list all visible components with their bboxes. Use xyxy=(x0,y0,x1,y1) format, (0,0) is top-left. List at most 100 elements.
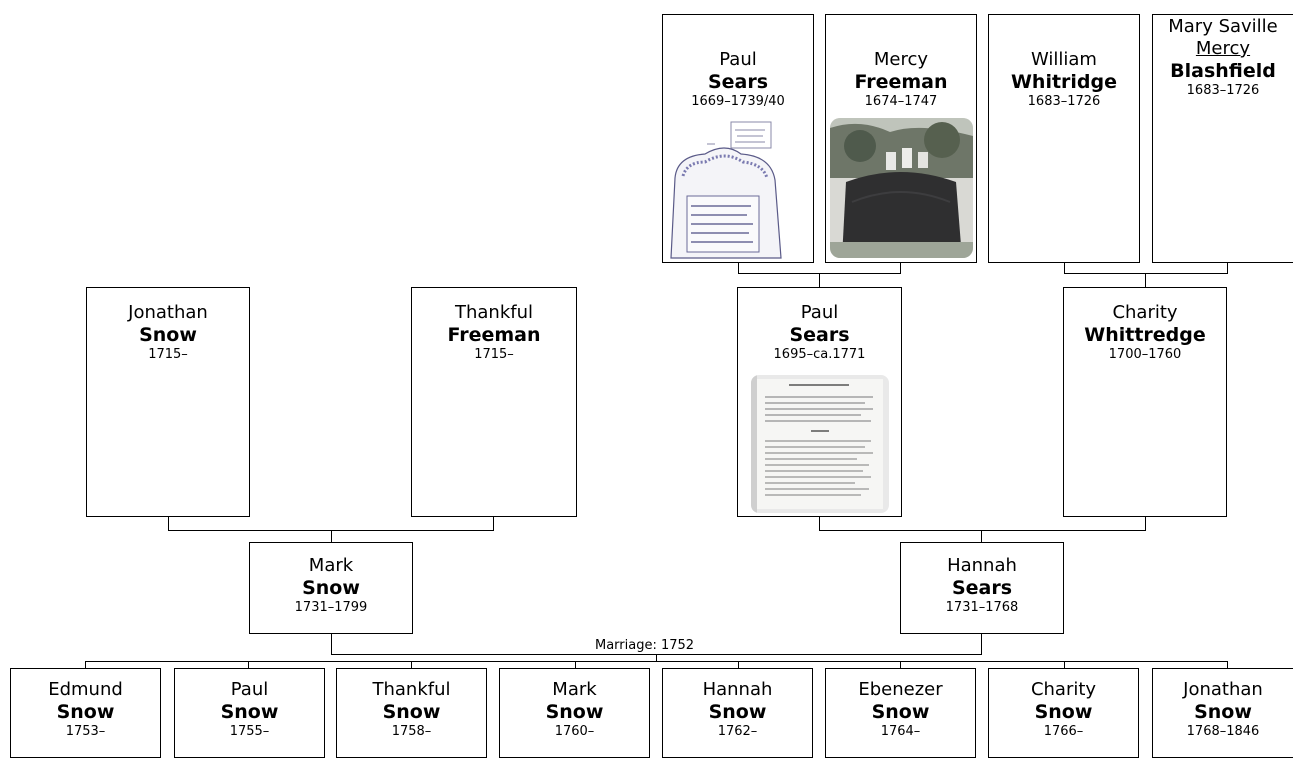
life-dates: 1683–1726 xyxy=(1186,83,1260,98)
connector-line xyxy=(900,262,901,274)
marriage-label: Marriage: 1752 xyxy=(593,638,697,653)
child-box-edmund-snow[interactable]: Edmund Snow 1753– xyxy=(10,668,161,758)
child-box-paul-snow[interactable]: Paul Snow 1755– xyxy=(174,668,325,758)
document-page-photo[interactable] xyxy=(751,375,889,513)
surname: Freeman xyxy=(854,71,948,93)
connector-line xyxy=(1064,262,1065,274)
connector-line xyxy=(248,661,249,669)
surname: Snow xyxy=(382,701,441,723)
connector-line xyxy=(981,530,982,543)
connector-line xyxy=(981,634,982,654)
connector-line xyxy=(656,654,657,661)
gravestone-sketch-photo[interactable] xyxy=(665,118,813,262)
connector-line xyxy=(738,661,739,669)
given-name: Jonathan xyxy=(128,302,208,323)
person-box-mark-snow[interactable]: Mark Snow 1731–1799 xyxy=(249,542,413,634)
life-dates: 1753– xyxy=(65,724,106,739)
given-name: William xyxy=(1031,49,1097,70)
given-name: Thankful xyxy=(454,302,533,323)
connector-line xyxy=(1064,661,1065,669)
child-box-thankful-snow[interactable]: Thankful Snow 1758– xyxy=(336,668,487,758)
given-name: Ebenezer xyxy=(858,679,943,700)
child-box-ebenezer-snow[interactable]: Ebenezer Snow 1764– xyxy=(825,668,976,758)
surname: Snow xyxy=(545,701,604,723)
life-dates: 1715– xyxy=(474,347,514,362)
surname: Whittredge xyxy=(1084,324,1206,346)
life-dates: 1683–1726 xyxy=(1027,94,1101,109)
connector-line xyxy=(575,661,576,669)
connector-line xyxy=(738,262,739,274)
life-dates: 1731–1768 xyxy=(945,600,1019,615)
person-box-mercy-freeman[interactable]: Mercy Freeman 1674–1747 xyxy=(825,14,977,263)
surname: Freeman xyxy=(447,324,541,346)
child-box-jonathan-snow[interactable]: Jonathan Snow 1768–1846 xyxy=(1152,668,1293,758)
person-box-hannah-sears[interactable]: Hannah Sears 1731–1768 xyxy=(900,542,1064,634)
person-box-jonathan-snow[interactable]: Jonathan Snow 1715– xyxy=(86,287,250,517)
connector-line xyxy=(1145,516,1146,530)
surname: Snow xyxy=(1194,701,1252,723)
surname: Snow xyxy=(220,701,279,723)
person-box-paul-sears[interactable]: Paul Sears 1695–ca.1771 xyxy=(737,287,902,517)
given-name: Charity xyxy=(1112,302,1178,323)
connector-line xyxy=(331,530,332,543)
given-name: Mercy xyxy=(873,49,929,70)
life-dates: 1669–1739/40 xyxy=(691,94,785,109)
life-dates: 1695–ca.1771 xyxy=(773,347,866,362)
connector-line xyxy=(493,516,494,530)
surname: Snow xyxy=(302,577,360,599)
surname: Snow xyxy=(708,701,767,723)
connector-line xyxy=(85,661,1228,662)
given-name: Jonathan xyxy=(1183,679,1263,700)
life-dates: 1674–1747 xyxy=(864,94,938,109)
connector-line xyxy=(1064,273,1228,274)
person-box-thankful-freeman[interactable]: Thankful Freeman 1715– xyxy=(411,287,577,517)
surname: Blashfield xyxy=(1170,60,1276,82)
person-box-william-whitridge[interactable]: William Whitridge 1683–1726 xyxy=(988,14,1140,263)
surname: Sears xyxy=(789,324,850,346)
surname: Snow xyxy=(139,324,197,346)
given-name: Edmund xyxy=(48,679,123,700)
child-box-charity-snow[interactable]: Charity Snow 1766– xyxy=(988,668,1139,758)
life-dates: 1768–1846 xyxy=(1186,724,1260,739)
surname: Snow xyxy=(871,701,930,723)
given-name: Charity xyxy=(1030,679,1097,700)
given-name: Hannah xyxy=(947,555,1017,576)
life-dates: 1731–1799 xyxy=(294,600,368,615)
life-dates: 1760– xyxy=(554,724,595,739)
connector-line xyxy=(411,661,412,669)
surname: Snow xyxy=(1034,701,1093,723)
given-name: Hannah xyxy=(702,679,773,700)
life-dates: 1715– xyxy=(148,347,188,362)
connector-line xyxy=(819,516,820,530)
connector-line xyxy=(819,273,820,288)
connector-line xyxy=(1227,661,1228,669)
given-name: Paul xyxy=(719,49,757,70)
connector-line xyxy=(1227,262,1228,274)
given-name: Thankful xyxy=(372,679,451,700)
connector-line xyxy=(85,661,86,669)
person-box-mary-saville-mercy-blashfield[interactable]: Mary Saville Mercy Blashfield 1683–1726 xyxy=(1152,14,1293,263)
surname: Sears xyxy=(951,577,1013,599)
life-dates: 1758– xyxy=(391,724,432,739)
life-dates: 1766– xyxy=(1043,724,1084,739)
given-name: Paul xyxy=(800,302,839,323)
connector-line xyxy=(900,661,901,669)
given-name-alt: Mercy xyxy=(1195,38,1251,59)
connector-line xyxy=(1145,273,1146,288)
life-dates: 1764– xyxy=(880,724,921,739)
child-box-hannah-snow[interactable]: Hannah Snow 1762– xyxy=(662,668,813,758)
given-name: Mark xyxy=(552,679,597,700)
surname: Sears xyxy=(707,71,769,93)
child-box-mark-snow[interactable]: Mark Snow 1760– xyxy=(499,668,650,758)
life-dates: 1700–1760 xyxy=(1108,347,1182,362)
person-box-paul-sears-elder[interactable]: Paul Sears 1669–1739/40 xyxy=(662,14,814,263)
person-box-charity-whittredge[interactable]: Charity Whittredge 1700–1760 xyxy=(1063,287,1227,517)
given-name: Mary Saville xyxy=(1168,16,1278,37)
given-name: Mark xyxy=(308,555,354,576)
life-dates: 1755– xyxy=(229,724,270,739)
surname: Whitridge xyxy=(1010,71,1118,93)
life-dates: 1762– xyxy=(717,724,758,739)
connector-line xyxy=(168,516,169,530)
gravestone-photo[interactable] xyxy=(830,118,973,258)
connector-line xyxy=(819,530,1146,531)
